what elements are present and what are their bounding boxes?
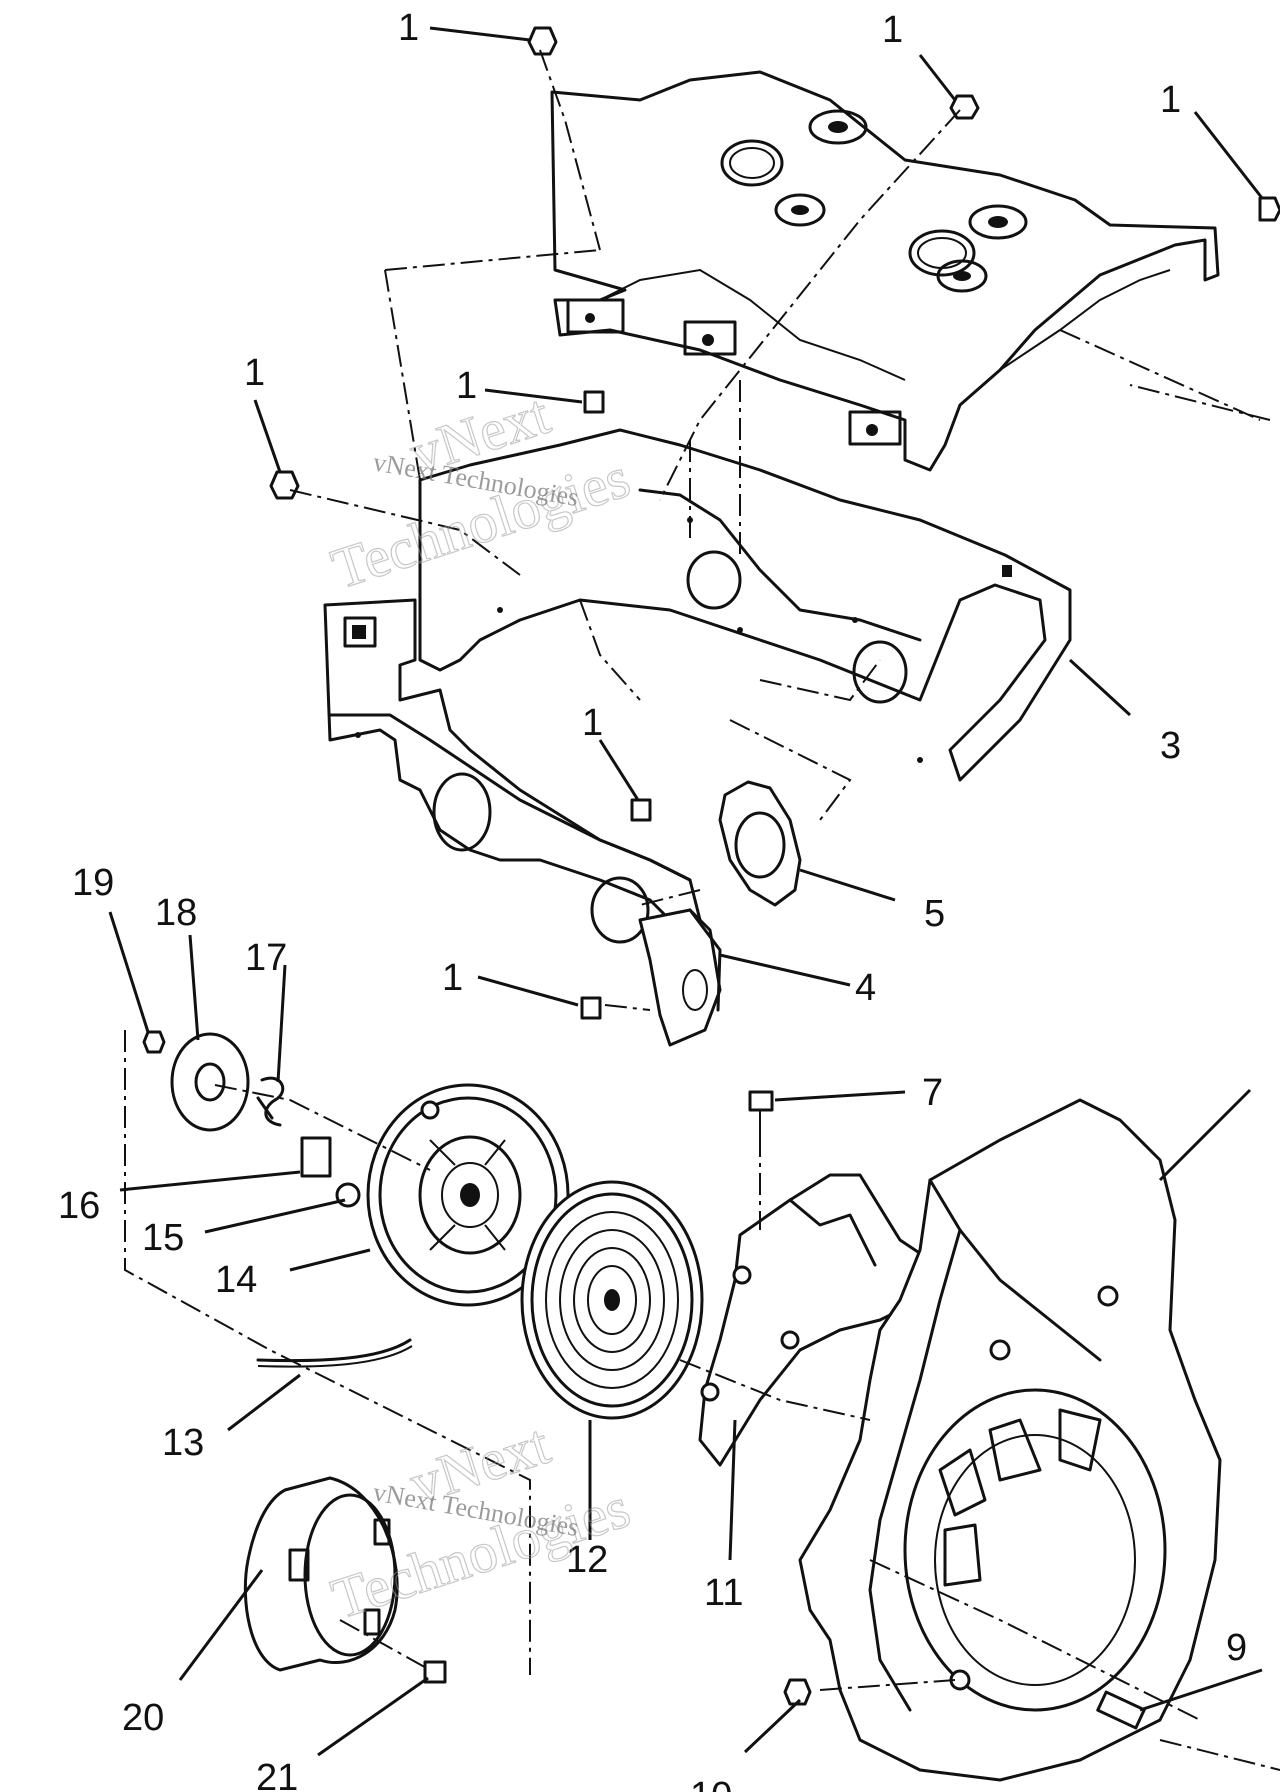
fastener-set: [142, 26, 1280, 1706]
recoil-spring-part-12: [520, 1180, 704, 1420]
callout-21: 21: [256, 1757, 298, 1792]
callout-7: 7: [922, 1072, 943, 1114]
callout-5: 5: [924, 893, 945, 935]
middle-shroud: [418, 428, 1072, 782]
bracket-part-4: [638, 908, 722, 1047]
lower-shroud-plate: [323, 598, 702, 944]
callout-13: 13: [162, 1422, 204, 1464]
callout-9: 9: [1226, 1627, 1247, 1669]
callout-1-top-left: 1: [398, 7, 419, 49]
callout-10: 10: [690, 1775, 732, 1792]
callout-1-top-right: 1: [1160, 79, 1181, 121]
starter-pulley-part-14: [366, 1083, 570, 1307]
callout-1-top-center: 1: [882, 9, 903, 51]
spring-housing-part-11: [698, 1173, 932, 1467]
starter-small-parts: [170, 1032, 361, 1208]
callout-15: 15: [142, 1217, 184, 1259]
callout-labels: 1 1 1 1 1 1 1 3 4 5 7 9 10 11 12 13 14 1…: [58, 7, 1247, 1792]
starter-rope-part-13: [256, 1338, 413, 1368]
leader-lines: [108, 26, 1264, 1757]
callout-11: 11: [704, 1572, 743, 1614]
callout-18: 18: [155, 892, 197, 934]
blower-housing: [798, 1098, 1222, 1782]
callout-19: 19: [72, 862, 114, 904]
gasket-part-5: [718, 780, 802, 907]
callout-4: 4: [855, 967, 876, 1009]
callout-1-center: 1: [582, 702, 603, 744]
callout-20: 20: [122, 1697, 164, 1739]
callout-17: 17: [245, 937, 287, 979]
callout-1-lower: 1: [442, 957, 463, 999]
callout-1-left: 1: [244, 352, 265, 394]
callout-12: 12: [566, 1539, 608, 1581]
callout-16: 16: [58, 1185, 100, 1227]
callout-3: 3: [1160, 725, 1181, 767]
callout-14: 14: [215, 1259, 257, 1301]
callout-1-mid: 1: [456, 365, 477, 407]
starter-cup-part-20: [243, 1476, 399, 1672]
top-shroud-plate: [550, 70, 1220, 472]
